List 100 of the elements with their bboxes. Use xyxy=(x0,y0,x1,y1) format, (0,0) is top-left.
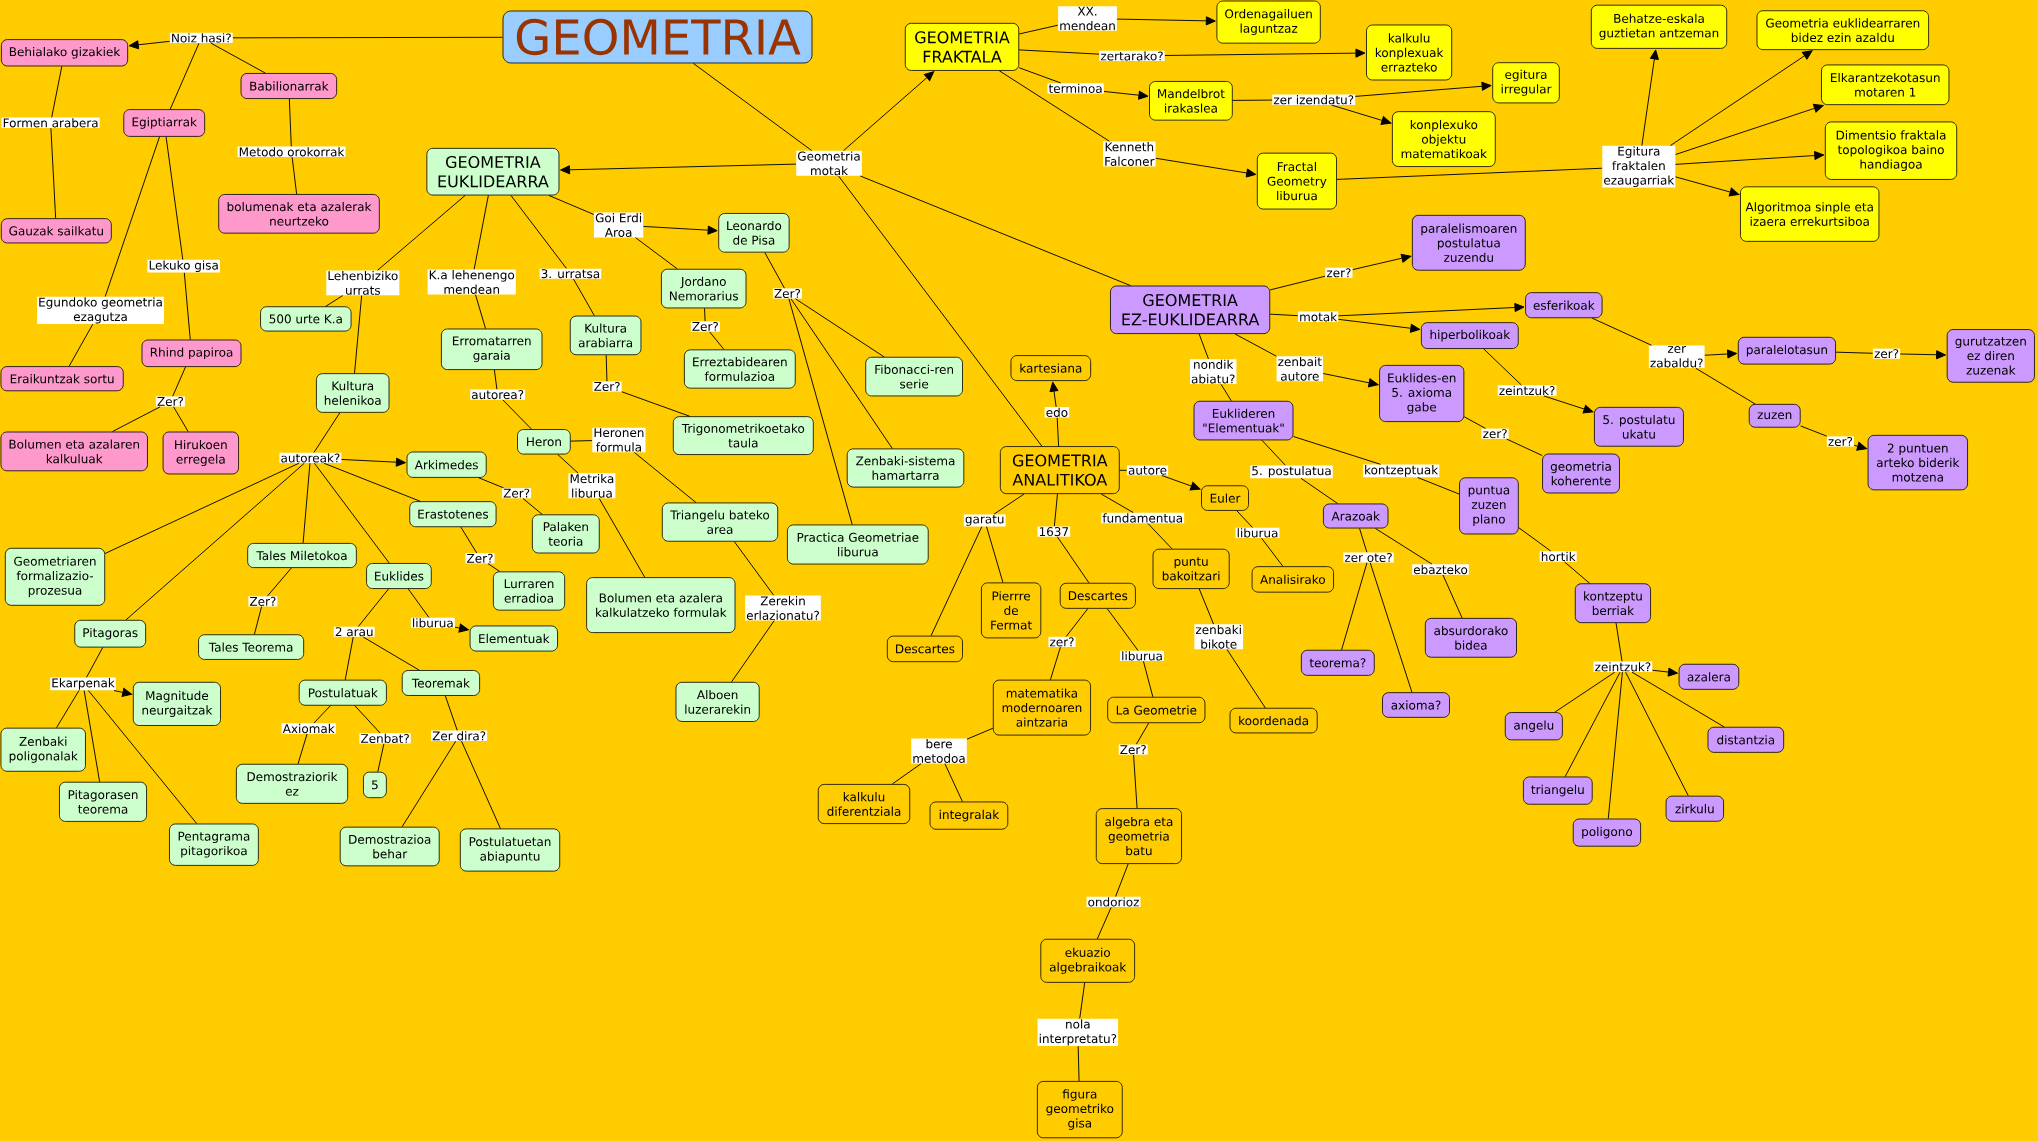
concept-box: Descartes xyxy=(1059,582,1136,609)
connector-line xyxy=(325,295,344,307)
connector-line xyxy=(1119,469,1128,471)
connector-line xyxy=(478,477,504,489)
concept-box: Geometriaren formalizazio-prozesua xyxy=(4,547,106,606)
arrow xyxy=(1641,49,1659,147)
connector-line xyxy=(313,412,341,453)
concept-box: Magnitude neurgaitzak xyxy=(132,681,221,726)
concept-box: 2 puntuen arteko biderik motzena xyxy=(1867,434,1968,491)
concept-box: Pentagrama pitagorikoa xyxy=(169,823,259,866)
connector-line xyxy=(790,298,893,449)
arrow xyxy=(341,457,406,467)
connector-line xyxy=(111,406,161,433)
concept-box: GEOMETRIA EZ-EUKLIDEARRA xyxy=(1110,285,1271,334)
link-label: Metrika liburua xyxy=(568,473,616,499)
concept-box: Kultura arabiarra xyxy=(569,315,642,356)
concept-box: Behatze-eskala guztietan antzeman xyxy=(1590,4,1728,49)
concept-box: Teoremak xyxy=(401,670,480,696)
concept-box: integralak xyxy=(929,801,1009,830)
connector-line xyxy=(1018,49,1100,55)
connector-line xyxy=(323,462,421,502)
concept-box: kalkulu konplexuak errazteko xyxy=(1366,24,1453,81)
connector-line xyxy=(169,42,200,110)
connector-line xyxy=(1607,671,1623,820)
link-label: Zerekin erlazionatu? xyxy=(745,595,821,621)
connector-line xyxy=(1261,439,1286,466)
connector-line xyxy=(1631,671,1725,728)
connector-line xyxy=(1269,275,1326,291)
connector-line xyxy=(1050,646,1061,681)
link-label: Zer? xyxy=(1118,744,1148,755)
arrow xyxy=(1543,395,1594,414)
concept-box: angelu xyxy=(1504,712,1563,741)
concept-box: Eraikuntzak sortu xyxy=(0,366,124,392)
concept-box: ekuazio algebraikoak xyxy=(1040,938,1135,983)
connector-line xyxy=(570,440,593,442)
connector-line xyxy=(288,98,292,147)
link-label: Zer? xyxy=(592,381,622,392)
concept-box: puntu bakoitzari xyxy=(1152,548,1230,589)
connector-line xyxy=(605,354,608,382)
link-label: edo xyxy=(1044,407,1070,418)
connector-line xyxy=(891,763,922,785)
link-label: Noiz hasi? xyxy=(169,32,233,44)
concept-box: Arazoak xyxy=(1323,503,1389,529)
connector-line xyxy=(1554,671,1616,713)
concept-box: Zenbaki poligonalak xyxy=(0,727,86,772)
concept-box: axioma? xyxy=(1382,692,1450,718)
arrow xyxy=(1853,441,1867,451)
link-label: zertarako? xyxy=(1099,50,1165,62)
concept-box: Rhind papiroa xyxy=(141,339,242,367)
concept-box: kalkulu diferentziala xyxy=(817,784,911,824)
concept-box: zirkulu xyxy=(1665,795,1724,822)
concept-box: egitura irregular xyxy=(1492,62,1560,104)
concept-box: kartesiana xyxy=(1010,355,1092,381)
concept-box: geometria koherente xyxy=(1542,453,1620,494)
arrow xyxy=(1669,50,1813,147)
link-label: zenbaki bikote xyxy=(1194,624,1244,650)
connector-line xyxy=(598,498,646,578)
concept-box: Algoritmoa sinple eta izaera errekurtsiboa xyxy=(1740,186,1880,242)
link-label: liburua xyxy=(1120,650,1164,662)
connector-line xyxy=(1442,574,1463,619)
connector-line xyxy=(1057,536,1090,584)
link-label: 2 arau xyxy=(333,626,375,637)
connector-line xyxy=(709,331,725,350)
connector-line xyxy=(401,740,457,828)
connector-line xyxy=(1336,167,1603,180)
link-label: motak xyxy=(1298,311,1339,322)
concept-box: Euklides-en 5. axioma gabe xyxy=(1379,365,1465,422)
link-label: autorea? xyxy=(470,389,526,400)
connector-line xyxy=(1220,383,1232,402)
connector-line xyxy=(302,462,311,544)
connector-line xyxy=(444,695,458,731)
link-label: terminoa xyxy=(1047,83,1104,94)
connector-line xyxy=(1018,67,1062,84)
arrow xyxy=(1338,302,1525,317)
connector-line xyxy=(1292,436,1381,465)
connector-line xyxy=(165,136,184,261)
concept-box: Euklides xyxy=(366,563,432,589)
connector-line xyxy=(548,194,595,215)
connector-line xyxy=(50,127,57,219)
concept-box: Fibonacci-ren serie xyxy=(865,356,963,397)
connector-line xyxy=(795,298,885,358)
connector-line xyxy=(267,567,292,597)
connector-line xyxy=(487,563,501,572)
link-label: zer ote? xyxy=(1343,552,1394,563)
connector-line xyxy=(633,451,697,503)
connector-line xyxy=(1359,528,1368,553)
connector-line xyxy=(1269,313,1299,317)
link-label: ebazteko xyxy=(1412,564,1469,575)
connector-line xyxy=(998,70,1110,142)
connector-line xyxy=(1133,754,1138,809)
connector-line xyxy=(930,526,983,637)
connector-line xyxy=(1625,671,1689,797)
concept-box: Egiptiarrak xyxy=(123,109,206,137)
connector-line xyxy=(1100,493,1134,514)
concept-box: kontzeptu berriak xyxy=(1574,583,1651,624)
concept-box: Babilionarrak xyxy=(240,73,337,99)
link-label: autoreak? xyxy=(279,452,342,464)
connector-line xyxy=(859,175,1131,287)
arrow xyxy=(1161,475,1201,491)
concept-box: Fractal Geometry liburua xyxy=(1256,152,1337,210)
